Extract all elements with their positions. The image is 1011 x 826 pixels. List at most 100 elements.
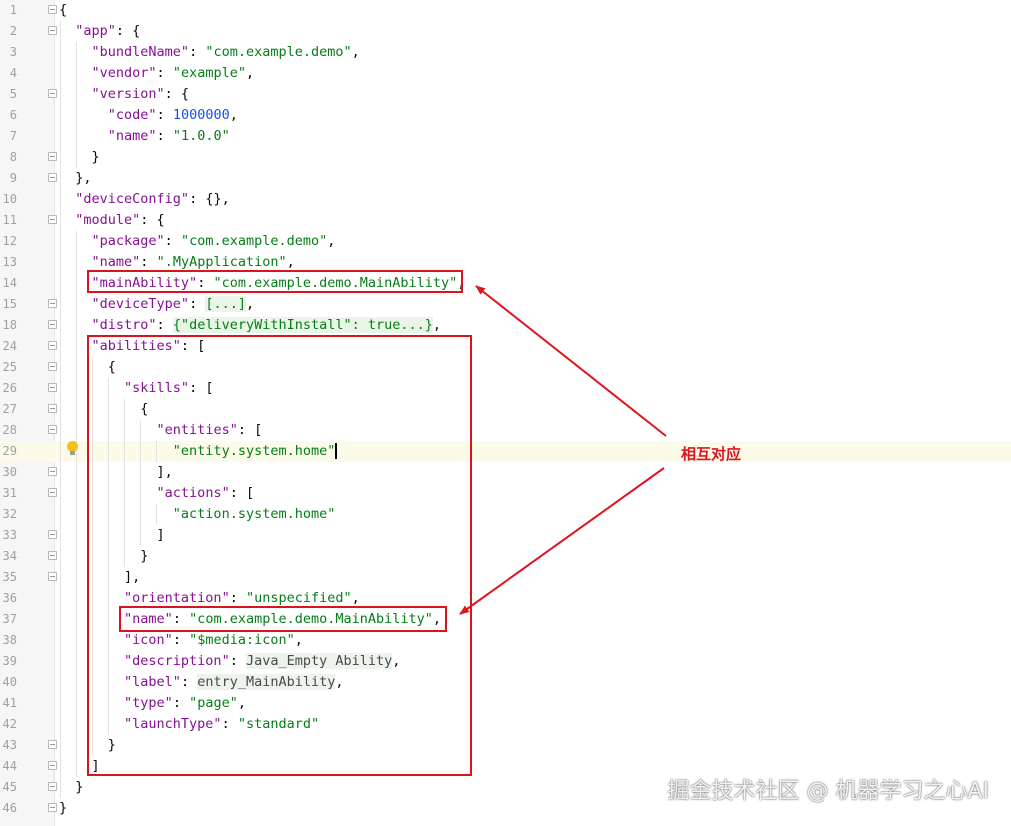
fold-toggle-icon[interactable] bbox=[48, 467, 57, 476]
fold-toggle-icon[interactable] bbox=[48, 383, 57, 392]
code-text: "name": "1.0.0" bbox=[59, 126, 230, 147]
code-line[interactable]: 35 ], bbox=[0, 567, 1011, 588]
code-text: "distro": {"deliveryWithInstall": true..… bbox=[59, 315, 441, 336]
fold-toggle-icon[interactable] bbox=[48, 803, 57, 812]
line-number: 12 bbox=[2, 234, 17, 248]
line-number: 32 bbox=[2, 507, 17, 521]
code-line[interactable]: 18 "distro": {"deliveryWithInstall": tru… bbox=[0, 315, 1011, 336]
code-line[interactable]: 4 "vendor": "example", bbox=[0, 63, 1011, 84]
fold-toggle-icon[interactable] bbox=[48, 530, 57, 539]
code-line[interactable]: 12 "package": "com.example.demo", bbox=[0, 231, 1011, 252]
code-line[interactable]: 41 "type": "page", bbox=[0, 693, 1011, 714]
code-text: { bbox=[59, 357, 116, 378]
fold-toggle-icon[interactable] bbox=[48, 362, 57, 371]
code-line[interactable]: 38 "icon": "$media:icon", bbox=[0, 630, 1011, 651]
punctuation: , bbox=[432, 611, 442, 627]
fold-toggle-icon[interactable] bbox=[48, 26, 57, 35]
code-line[interactable]: 44 ] bbox=[0, 756, 1011, 777]
fold-toggle-icon[interactable] bbox=[48, 425, 57, 434]
fold-toggle-icon[interactable] bbox=[48, 173, 57, 182]
code-line[interactable]: 8 } bbox=[0, 147, 1011, 168]
code-line[interactable]: 27 { bbox=[0, 399, 1011, 420]
indent-guide bbox=[124, 399, 125, 567]
code-line[interactable]: 31 "actions": [ bbox=[0, 483, 1011, 504]
code-line[interactable]: 32 "action.system.home" bbox=[0, 504, 1011, 525]
fold-toggle-icon[interactable] bbox=[48, 404, 57, 413]
code-line[interactable]: 25 { bbox=[0, 357, 1011, 378]
code-line[interactable]: 15 "deviceType": [...], bbox=[0, 294, 1011, 315]
json-key: "orientation" bbox=[124, 590, 230, 606]
code-line[interactable]: 28 "entities": [ bbox=[0, 420, 1011, 441]
fold-toggle-icon[interactable] bbox=[48, 320, 57, 329]
line-number: 1 bbox=[9, 3, 17, 17]
code-line[interactable]: 9 }, bbox=[0, 168, 1011, 189]
code-text: "icon": "$media:icon", bbox=[59, 630, 303, 651]
json-key: "app" bbox=[75, 23, 116, 39]
fold-toggle-icon[interactable] bbox=[48, 488, 57, 497]
indent-guide bbox=[108, 378, 109, 735]
code-line[interactable]: 34 } bbox=[0, 546, 1011, 567]
line-number: 27 bbox=[2, 402, 17, 416]
punctuation: : [ bbox=[237, 422, 263, 438]
fold-toggle-icon[interactable] bbox=[48, 782, 57, 791]
code-line[interactable]: 26 "skills": [ bbox=[0, 378, 1011, 399]
fold-toggle-icon[interactable] bbox=[48, 572, 57, 581]
line-number: 13 bbox=[2, 255, 17, 269]
line-number: 37 bbox=[2, 612, 17, 626]
code-line[interactable]: 29 "entity.system.home" bbox=[0, 441, 1011, 462]
punctuation: }, bbox=[59, 170, 92, 186]
line-number: 31 bbox=[2, 486, 17, 500]
json-key: "label" bbox=[124, 674, 181, 690]
line-number: 10 bbox=[2, 192, 17, 206]
code-line[interactable]: 36 "orientation": "unspecified", bbox=[0, 588, 1011, 609]
code-text: "bundleName": "com.example.demo", bbox=[59, 42, 360, 63]
code-line[interactable]: 42 "launchType": "standard" bbox=[0, 714, 1011, 735]
code-line[interactable]: 24 "abilities": [ bbox=[0, 336, 1011, 357]
line-number: 45 bbox=[2, 780, 17, 794]
code-line[interactable]: 3 "bundleName": "com.example.demo", bbox=[0, 42, 1011, 63]
folded-region[interactable]: [...] bbox=[205, 296, 246, 312]
code-line[interactable]: 39 "description": Java_Empty Ability, bbox=[0, 651, 1011, 672]
fold-toggle-icon[interactable] bbox=[48, 5, 57, 14]
code-line[interactable]: 13 "name": ".MyApplication", bbox=[0, 252, 1011, 273]
line-number: 40 bbox=[2, 675, 17, 689]
line-number: 25 bbox=[2, 360, 17, 374]
fold-toggle-icon[interactable] bbox=[48, 761, 57, 770]
fold-toggle-icon[interactable] bbox=[48, 215, 57, 224]
punctuation: } bbox=[59, 800, 68, 816]
code-text: ], bbox=[59, 462, 173, 483]
fold-toggle-icon[interactable] bbox=[48, 152, 57, 161]
code-line[interactable]: 45 } bbox=[0, 777, 1011, 798]
code-line[interactable]: 2 "app": { bbox=[0, 21, 1011, 42]
lightbulb-icon[interactable] bbox=[67, 441, 78, 455]
code-text: "type": "page", bbox=[59, 693, 246, 714]
code-line[interactable]: 10 "deviceConfig": {}, bbox=[0, 189, 1011, 210]
code-line[interactable]: 30 ], bbox=[0, 462, 1011, 483]
code-text: "skills": [ bbox=[59, 378, 213, 399]
punctuation: : bbox=[229, 653, 246, 669]
punctuation: : bbox=[156, 65, 173, 81]
fold-toggle-icon[interactable] bbox=[48, 551, 57, 560]
code-line[interactable]: 43 } bbox=[0, 735, 1011, 756]
code-line[interactable]: 46} bbox=[0, 798, 1011, 819]
punctuation: , bbox=[245, 296, 255, 312]
code-line[interactable]: 6 "code": 1000000, bbox=[0, 105, 1011, 126]
code-line[interactable]: 5 "version": { bbox=[0, 84, 1011, 105]
code-line[interactable]: 7 "name": "1.0.0" bbox=[0, 126, 1011, 147]
code-line[interactable]: 40 "label": entry_MainAbility, bbox=[0, 672, 1011, 693]
json-key: "vendor" bbox=[91, 65, 157, 81]
code-line[interactable]: 14 "mainAbility": "com.example.demo.Main… bbox=[0, 273, 1011, 294]
code-line[interactable]: 1{ bbox=[0, 0, 1011, 21]
punctuation: : bbox=[156, 128, 173, 144]
code-line[interactable]: 11 "module": { bbox=[0, 210, 1011, 231]
code-line[interactable]: 37 "name": "com.example.demo.MainAbility… bbox=[0, 609, 1011, 630]
fold-toggle-icon[interactable] bbox=[48, 740, 57, 749]
punctuation: : bbox=[172, 632, 190, 648]
folded-region[interactable]: {"deliveryWithInstall": true...} bbox=[172, 317, 433, 333]
fold-toggle-icon[interactable] bbox=[48, 89, 57, 98]
punctuation: , bbox=[351, 590, 360, 606]
fold-toggle-icon[interactable] bbox=[48, 341, 57, 350]
fold-toggle-icon[interactable] bbox=[48, 299, 57, 308]
code-line[interactable]: 33 ] bbox=[0, 525, 1011, 546]
